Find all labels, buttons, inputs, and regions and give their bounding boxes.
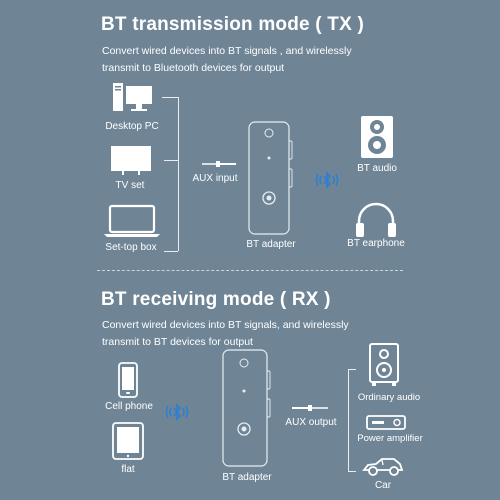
tv-icon	[111, 146, 151, 175]
amplifier-icon	[366, 415, 406, 430]
set-top-box-label: Set-top box	[105, 242, 157, 253]
bracket-line	[348, 471, 356, 472]
tx-adapter-label: BT adapter	[246, 239, 296, 250]
bt-adapter-device	[222, 349, 271, 467]
bracket-line	[164, 160, 178, 161]
section-divider	[97, 270, 403, 271]
car-label: Car	[374, 480, 392, 491]
rx-description-line-2: transmit to BT devices for output	[102, 336, 253, 348]
laptop-icon	[104, 204, 160, 237]
flat-label: flat	[121, 464, 135, 475]
aux-cable-icon	[292, 405, 328, 411]
aux-cable-icon	[202, 161, 236, 167]
bracket-line	[164, 251, 178, 252]
bracket-line	[162, 97, 178, 98]
power-amplifier-label: Power amplifier	[357, 433, 423, 444]
bluetooth-signal-icon	[165, 403, 189, 421]
desktop-pc-label: Desktop PC	[105, 121, 159, 132]
bracket-line	[348, 369, 356, 370]
bt-earphone-label: BT earphone	[347, 238, 405, 249]
headphones-icon	[356, 202, 396, 237]
tv-set-label: TV set	[115, 180, 145, 191]
rx-description-line-1: Convert wired devices into BT signals, a…	[102, 319, 349, 331]
aux-input-label: AUX input	[192, 173, 238, 184]
tablet-icon	[112, 422, 144, 460]
tx-title: BT transmission mode ( TX )	[101, 14, 364, 35]
cell-phone-label: Cell phone	[105, 401, 153, 412]
tx-description-line-1: Convert wired devices into BT signals , …	[102, 45, 352, 57]
car-icon	[362, 458, 404, 476]
bt-adapter-device	[248, 121, 293, 235]
aux-output-label: AUX output	[285, 417, 337, 428]
phone-icon	[118, 362, 138, 398]
ordinary-audio-label: Ordinary audio	[357, 392, 421, 403]
speaker-icon	[369, 343, 399, 386]
bluetooth-signal-icon	[315, 171, 339, 189]
rx-title: BT receiving mode ( RX )	[101, 289, 331, 310]
tx-description-line-2: transmit to Bluetooth devices for output	[102, 62, 285, 74]
bt-audio-label: BT audio	[357, 163, 397, 174]
rx-adapter-label: BT adapter	[222, 472, 272, 483]
desktop-pc-icon	[113, 83, 152, 111]
bracket-line	[348, 369, 349, 471]
speaker-icon	[361, 116, 393, 158]
bracket-line	[178, 97, 179, 251]
